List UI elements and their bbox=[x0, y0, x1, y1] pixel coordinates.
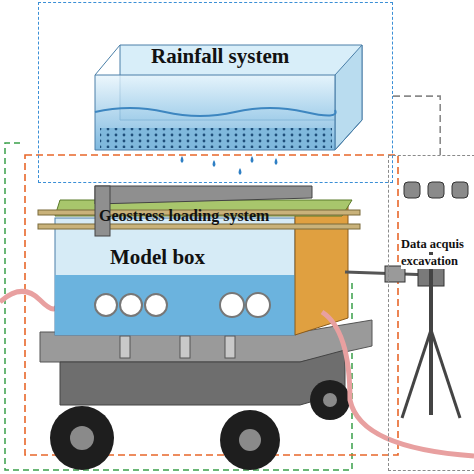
system-label: Rainfall system bbox=[151, 45, 289, 68]
hose bbox=[0, 291, 58, 309]
wheel-hub bbox=[70, 426, 94, 450]
tunnels bbox=[95, 293, 270, 317]
cart-body bbox=[60, 350, 345, 405]
rain-drops bbox=[181, 156, 278, 175]
tripod-leg bbox=[431, 330, 460, 418]
rod bbox=[38, 224, 360, 229]
system-region: Rainfall system bbox=[38, 2, 393, 183]
frame-arm bbox=[95, 186, 312, 204]
group-outline bbox=[5, 143, 352, 470]
jack bbox=[120, 336, 130, 358]
wheel-hub bbox=[323, 393, 337, 407]
wheel bbox=[50, 406, 114, 470]
tank-edge bbox=[95, 45, 120, 75]
system-region: Model box bbox=[55, 218, 295, 335]
perforated-plate bbox=[100, 128, 332, 148]
jack bbox=[225, 336, 235, 358]
wheel bbox=[220, 410, 280, 470]
system-label: Model box bbox=[110, 246, 205, 269]
wheel bbox=[310, 380, 350, 420]
wheel-hub bbox=[239, 429, 261, 451]
water-wave bbox=[95, 108, 336, 116]
tank-front bbox=[95, 75, 335, 150]
jack bbox=[180, 336, 190, 358]
system-region: Geostress loading system bbox=[95, 205, 317, 227]
hose bbox=[322, 312, 474, 456]
system-label: Data acquis bbox=[401, 238, 464, 252]
tank-edge bbox=[335, 120, 362, 150]
tank-side bbox=[335, 45, 362, 150]
dashed-connector bbox=[393, 96, 440, 155]
tripod-leg bbox=[402, 330, 431, 418]
system-label: excavation bbox=[401, 255, 458, 269]
system-region: Data acquis excavation bbox=[388, 155, 474, 471]
soil bbox=[55, 275, 295, 335]
system-label: Geostress loading system bbox=[99, 207, 269, 225]
glass-box bbox=[55, 218, 295, 335]
sensors bbox=[404, 182, 468, 198]
